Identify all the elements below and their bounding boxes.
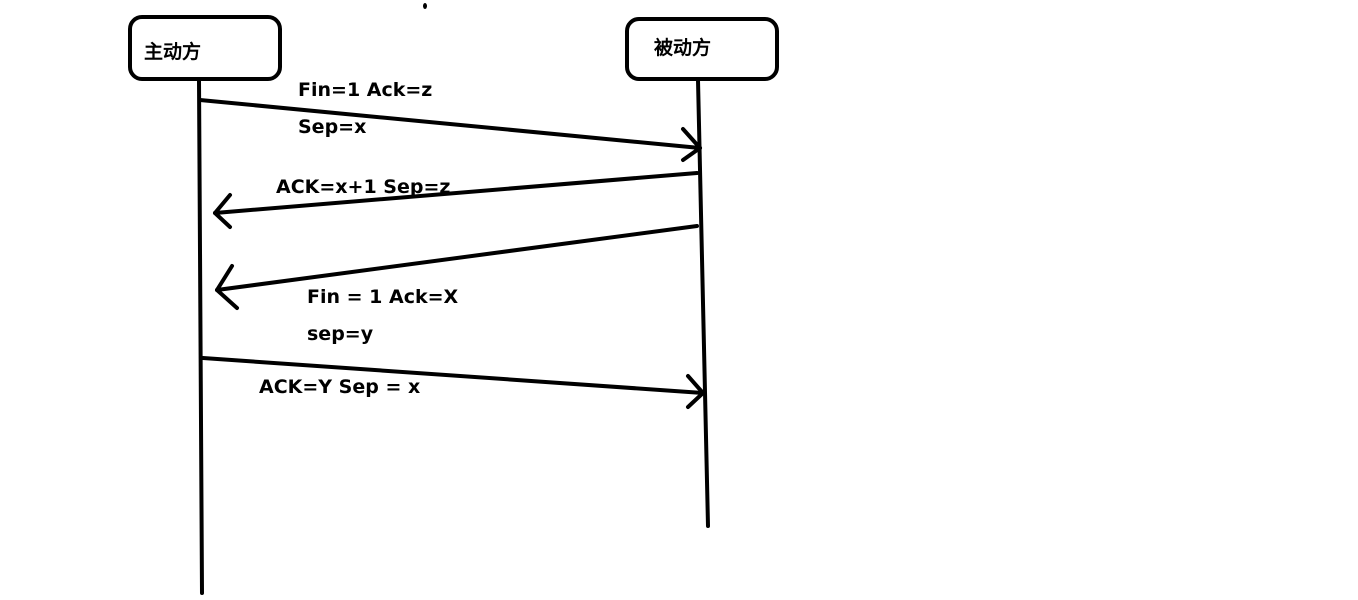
initiator-lifeline bbox=[197, 78, 204, 595]
initiator-actor: 主动方 bbox=[128, 15, 282, 81]
message-2-arrowhead bbox=[213, 193, 232, 229]
message-1-label-line-2: Sep=x bbox=[298, 116, 366, 138]
initiator-box bbox=[128, 15, 282, 81]
message-1-arrow-line bbox=[198, 98, 702, 150]
message-4-arrowhead bbox=[686, 374, 705, 409]
message-3-label-line-1: Fin = 1 Ack=X bbox=[307, 286, 459, 308]
message-2: ACK=x+1 Sep=z bbox=[213, 171, 699, 229]
message-1-arrowhead bbox=[681, 127, 702, 162]
message-2-label: ACK=x+1 Sep=z bbox=[276, 176, 450, 198]
message-1-label-line-1: Fin=1 Ack=z bbox=[298, 79, 432, 101]
message-1: Fin=1 Ack=z Sep=x bbox=[198, 79, 702, 162]
responder-label: 被动方 bbox=[654, 36, 711, 59]
message-3: Fin = 1 Ack=X sep=y bbox=[215, 224, 699, 345]
responder-box bbox=[625, 17, 779, 81]
message-2-arrow-line bbox=[213, 171, 699, 215]
responder-actor: 被动方 bbox=[625, 17, 779, 81]
message-4-arrow-line bbox=[201, 356, 705, 395]
responder-lifeline bbox=[696, 78, 710, 528]
stray-dot bbox=[423, 3, 427, 9]
message-3-label-line-2: sep=y bbox=[307, 323, 374, 345]
initiator-label: 主动方 bbox=[144, 40, 201, 63]
message-3-arrowhead bbox=[215, 264, 239, 310]
message-4: ACK=Y Sep = x bbox=[201, 356, 705, 409]
message-3-arrow-line bbox=[215, 224, 699, 292]
message-4-label: ACK=Y Sep = x bbox=[259, 376, 420, 398]
